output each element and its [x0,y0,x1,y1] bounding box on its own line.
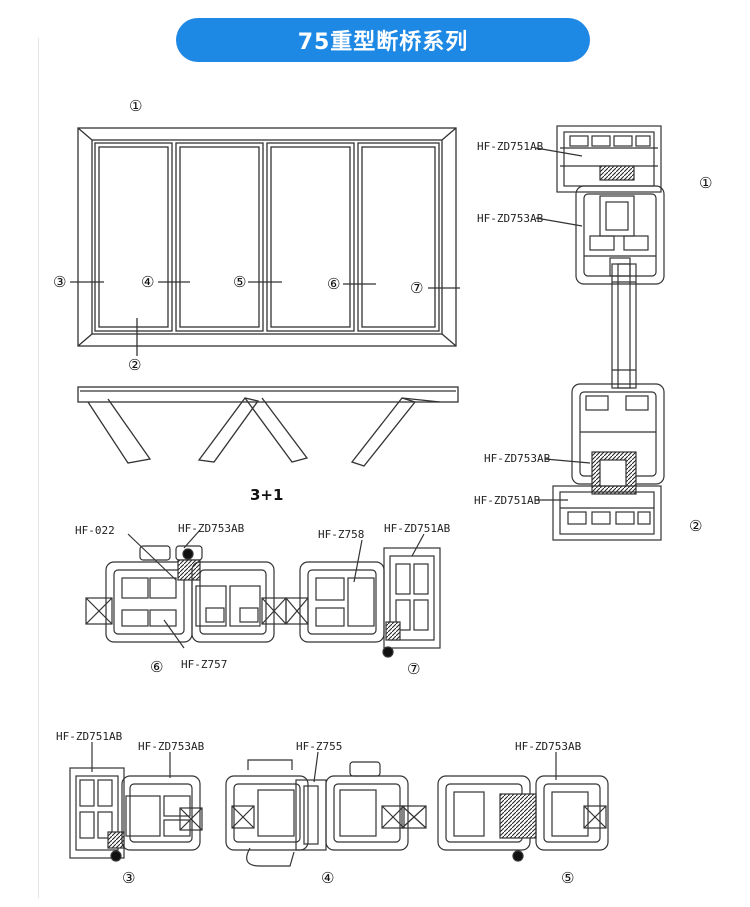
page-edge-line [38,38,39,898]
marker-4-section: ④ [321,869,334,887]
label-bottom-zd753ab: HF-ZD753AB [484,452,551,465]
marker-1-elevation: ① [129,97,142,115]
marker-3-section: ③ [122,869,135,887]
label-hf-022: HF-022 [75,524,115,537]
marker-2-section: ② [689,517,702,535]
label-mid-zd751ab: HF-ZD751AB [384,522,451,535]
vertical-section [535,125,665,541]
marker-6-elevation: ⑥ [327,275,340,293]
label-top-zd751ab: HF-ZD751AB [477,140,544,153]
marker-4-elevation: ④ [141,273,154,291]
marker-7-elevation: ⑦ [410,279,423,297]
config-label: 3+1 [250,486,283,504]
marker-5-elevation: ⑤ [233,273,246,291]
label-mid-zd753ab: HF-ZD753AB [178,522,245,535]
label-bottom-zd751ab: HF-ZD751AB [474,494,541,507]
marker-6-section: ⑥ [150,658,163,676]
label-top-zd753ab: HF-ZD753AB [477,212,544,225]
horizontal-section-3-4-5 [69,742,609,867]
label-hf-z755: HF-Z755 [296,740,342,753]
title-banner: 75重型断桥系列 [176,18,590,62]
label-bottom-right-zd753ab: HF-ZD753AB [515,740,582,753]
folding-plan [77,386,459,467]
marker-5-section: ⑤ [561,869,574,887]
window-elevation [70,127,460,356]
label-hf-z758: HF-Z758 [318,528,364,541]
label-bottom-left-zd751ab: HF-ZD751AB [56,730,123,743]
marker-3-elevation: ③ [53,273,66,291]
label-bottom-left-zd753ab: HF-ZD753AB [138,740,205,753]
marker-7-section: ⑦ [407,660,420,678]
marker-2-elevation: ② [128,356,141,374]
label-hf-z757: HF-Z757 [181,658,227,671]
marker-1-section: ① [699,174,712,192]
horizontal-section-6-7 [85,529,441,658]
